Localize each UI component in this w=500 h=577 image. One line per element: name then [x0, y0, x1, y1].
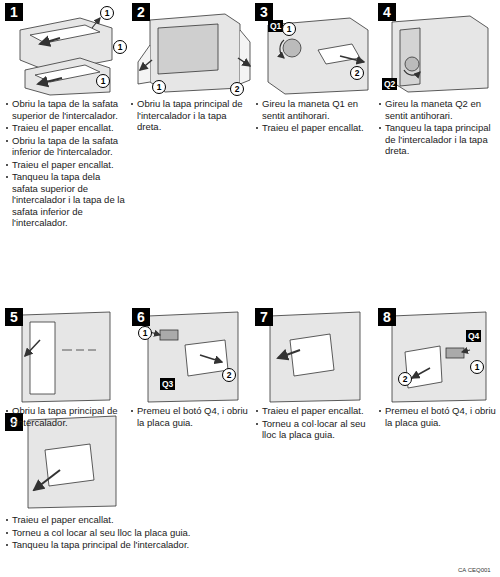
step-number: 4	[378, 3, 396, 21]
instruction-list: Traieu el paper encallat. Torneu a col lo…	[5, 514, 285, 552]
bullet-item: Premeu el botó Q4, i obriu la placa guia…	[378, 405, 496, 428]
instruction-list: Obriu la tapa de la safata superior de l…	[5, 98, 125, 230]
bullet-item: Tanqueu la tapa principal de l'intercala…	[5, 539, 285, 551]
instruction-text: Obriu la tapa principal de l'intercalado…	[137, 98, 243, 132]
bullet-dot	[6, 532, 8, 534]
instruction-text: Premeu el botó Q4, i obriu la placa guia…	[385, 405, 496, 428]
instruction-text: Tanqueu la tapa principal de l'intercala…	[385, 122, 491, 156]
part-label: Q3	[160, 378, 175, 390]
step-number: 1	[5, 3, 23, 21]
bullet-dot	[256, 127, 258, 129]
bullet-dot	[379, 410, 381, 412]
instruction-list: Premeu el botó Q4, i obriu la placa guia…	[378, 405, 496, 429]
bullet-dot	[379, 103, 381, 105]
bullet-item: Premeu el botó Q4, i obriu la placa guia…	[130, 405, 248, 428]
bullet-item: Torneu a col locar al seu lloc la placa …	[5, 527, 285, 539]
instruction-text: Obriu la tapa principal de l'intercalado…	[12, 405, 118, 428]
instruction-list: Gireu la maneta Q2 en sentit antihorari.…	[378, 98, 496, 158]
instruction-text: Obriu la tapa de la safata inferior de l…	[12, 135, 118, 158]
bullet-item: Obriu la tapa principal de l'intercalado…	[130, 98, 248, 133]
instruction-text: Traieu el paper encallat.	[12, 122, 114, 133]
figure-code: CA CEQ001	[458, 567, 491, 573]
step-number-text: 7	[260, 309, 268, 325]
bullet-dot	[131, 103, 133, 105]
bullet-dot	[6, 103, 8, 105]
part-label: Q1	[268, 20, 283, 32]
instruction-text: Premeu el botó Q4, i obriu la placa guia…	[137, 405, 248, 428]
callout-number: 2	[222, 368, 236, 382]
callout-number: 1	[152, 80, 166, 94]
bullet-item: Tanqueu la tapa principal de l'intercala…	[378, 122, 496, 157]
bullet-dot	[6, 410, 8, 412]
step-number-text: 8	[383, 309, 391, 325]
bullet-dot	[6, 519, 8, 521]
step-number: 7	[255, 308, 273, 326]
instruction-text: Obriu la tapa de la safata superior de l…	[12, 98, 118, 121]
step-number-text: 3	[260, 4, 268, 20]
bullet-dot	[256, 423, 258, 425]
bullet-item: Obriu la tapa de la safata superior de l…	[5, 98, 125, 121]
bullet-dot	[379, 127, 381, 129]
instruction-text: Tanqueu la tapa dela safata superior de …	[12, 171, 125, 228]
bullet-dot	[6, 164, 8, 166]
instruction-text: Traieu el paper encallat.	[262, 122, 364, 133]
step-number-text: 6	[137, 309, 145, 325]
bullet-item: Traieu el paper encallat.	[255, 122, 373, 134]
bullet-item: Gireu la maneta Q2 en sentit antihorari.	[378, 98, 496, 121]
instruction-text: Traieu el paper encallat.	[12, 159, 114, 170]
instruction-list: Obriu la tapa principal de l'intercalado…	[5, 405, 123, 429]
part-label: Q4	[466, 330, 481, 342]
bullet-item: Traieu el paper encallat.	[5, 122, 125, 134]
callout-number: 1	[282, 22, 296, 36]
instruction-list: Premeu el botó Q4, i obriu la placa guia…	[130, 405, 248, 429]
step-number: 3	[255, 3, 273, 21]
step-number: 6	[132, 308, 150, 326]
callout-number: 1	[100, 6, 114, 20]
bullet-item: Traieu el paper encallat.	[5, 514, 285, 526]
instruction-list: Gireu la maneta Q1 en sentit antihorari.…	[255, 98, 373, 135]
bullet-item: Torneu a col·locar al seu lloc la placa …	[255, 418, 373, 441]
step-number: 2	[132, 3, 150, 21]
instruction-text: Torneu a col locar al seu lloc la placa …	[12, 527, 191, 538]
step-number-text: 5	[10, 309, 18, 325]
step-number-text: 2	[137, 4, 145, 20]
callout-number: 1	[470, 360, 484, 374]
bullet-dot	[256, 410, 258, 412]
callout-number: 2	[350, 66, 364, 80]
bullet-dot	[6, 544, 8, 546]
bullet-item: Tanqueu la tapa dela safata superior de …	[5, 171, 125, 229]
bullet-dot	[131, 410, 133, 412]
bullet-item: Traieu el paper encallat.	[255, 405, 373, 417]
bullet-item: Traieu el paper encallat.	[5, 159, 125, 171]
part-label: Q2	[382, 78, 397, 90]
step-number-text: 1	[10, 4, 18, 20]
bullet-dot	[6, 127, 8, 129]
step-number: 5	[5, 308, 23, 326]
instruction-list: Traieu el paper encallat. Torneu a col·lo…	[255, 405, 373, 442]
instruction-text: Gireu la maneta Q1 en sentit antihorari.	[262, 98, 358, 121]
instruction-text: Tanqueu la tapa principal de l'intercala…	[12, 539, 189, 550]
instruction-text: Traieu el paper encallat.	[262, 405, 364, 416]
bullet-dot	[256, 103, 258, 105]
callout-number: 1	[113, 40, 127, 54]
bullet-dot	[6, 140, 8, 142]
callout-number: 1	[138, 326, 152, 340]
bullet-item: Obriu la tapa principal de l'intercalado…	[5, 405, 123, 428]
instruction-text: Traieu el paper encallat.	[12, 514, 114, 525]
bullet-item: Obriu la tapa de la safata inferior de l…	[5, 135, 125, 158]
instruction-text: Gireu la maneta Q2 en sentit antihorari.	[385, 98, 481, 121]
callout-number: 1	[96, 74, 110, 88]
callout-number: 2	[398, 372, 412, 386]
bullet-dot	[6, 176, 8, 178]
step-number: 8	[378, 308, 396, 326]
callout-number: 2	[230, 82, 244, 96]
instruction-list: Obriu la tapa principal de l'intercalado…	[130, 98, 248, 134]
step-number-text: 4	[383, 4, 391, 20]
instruction-text: Torneu a col·locar al seu lloc la placa …	[262, 418, 366, 441]
bullet-item: Gireu la maneta Q1 en sentit antihorari.	[255, 98, 373, 121]
